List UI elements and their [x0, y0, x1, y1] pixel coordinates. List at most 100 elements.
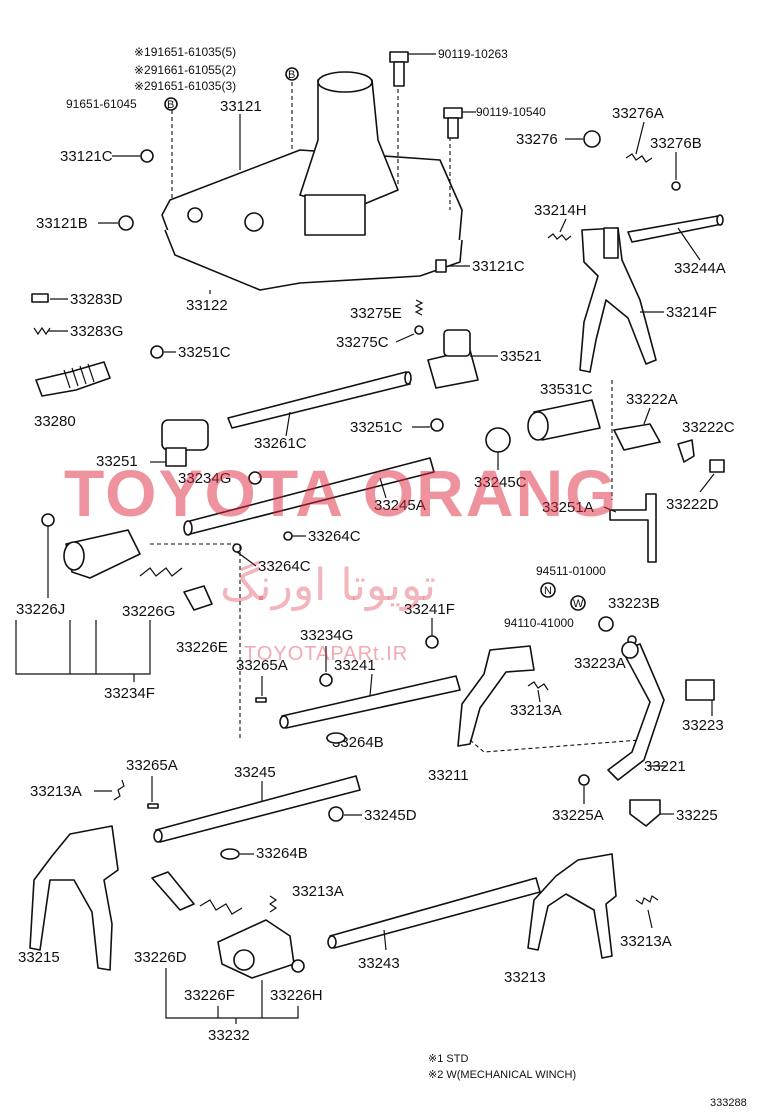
pin-33265A-a — [255, 697, 267, 703]
snap-33241F — [425, 635, 439, 649]
ball-33264C-a — [283, 531, 293, 541]
part-label-33226G: 33226G — [122, 603, 175, 620]
part-label-33121C-a: 33121C — [60, 148, 113, 165]
washer-33223 — [598, 616, 614, 632]
bolt-33222D — [709, 459, 725, 473]
part-label-33226E: 33226E — [176, 639, 228, 656]
ring-33225A — [578, 774, 590, 786]
bolt-33251C-b — [430, 418, 444, 432]
plug-33264B-b — [220, 848, 240, 860]
shift-fork-33211 — [457, 645, 535, 747]
shift-fork-33213 — [527, 853, 617, 959]
note-line-3: ※291651-61035(3) — [134, 79, 236, 93]
shaft-33243 — [327, 877, 541, 949]
part-label-33265A-a: 33265A — [236, 657, 288, 674]
part-label-94511-01000: 94511-01000 — [536, 564, 606, 578]
shift-fork-33214F — [579, 227, 657, 373]
sleeve-33531C — [527, 399, 601, 441]
part-label-33121B: 33121B — [36, 215, 88, 232]
clip-33222C — [677, 439, 695, 463]
plug-33283D — [31, 293, 49, 303]
part-label-33245D: 33245D — [364, 807, 417, 824]
shaft-33245 — [153, 775, 361, 843]
part-label-33222D: 33222D — [666, 496, 719, 513]
part-label-33251A: 33251A — [542, 499, 594, 516]
pin-33265A-b — [147, 803, 159, 809]
part-label-33264C-b: 33264C — [258, 558, 311, 575]
part-label-33213A-c: 33213A — [292, 883, 344, 900]
spring-33275E — [414, 299, 424, 316]
marker-w: W — [570, 595, 586, 611]
plug-33264B-a — [326, 732, 346, 744]
part-label-33214F: 33214F — [666, 304, 717, 321]
part-label-33223B: 33223B — [608, 595, 660, 612]
part-label-33245A: 33245A — [374, 497, 426, 514]
shift-head-33234F — [63, 529, 141, 579]
part-label-33121: 33121 — [220, 98, 262, 115]
part-label-33234G-a: 33234G — [178, 470, 231, 487]
marker-b-left: B — [164, 97, 178, 111]
part-label-33241: 33241 — [334, 657, 376, 674]
part-label-33226J: 33226J — [16, 601, 65, 618]
ball-33275C — [414, 325, 424, 335]
part-label-33234G-b: 33234G — [300, 627, 353, 644]
snap-33226J — [41, 513, 55, 527]
part-label-33226H: 33226H — [270, 987, 323, 1004]
marker-b-top: B — [285, 67, 299, 81]
svg-text:B: B — [167, 99, 174, 111]
bolt-33223 — [685, 679, 715, 701]
part-label-33276: 33276 — [516, 131, 558, 148]
shaft-33241 — [279, 675, 461, 729]
watermark-persian: تویوتا اورنگ — [220, 560, 436, 611]
part-label-33211: 33211 — [428, 767, 469, 784]
snap-33226H — [291, 959, 305, 973]
part-label-33275C: 33275C — [336, 334, 389, 351]
bracket-33251A — [609, 493, 657, 563]
bolt-90119-10540 — [443, 107, 463, 139]
snap-33234G-b — [319, 673, 333, 687]
marker-n: N — [540, 582, 556, 598]
shift-head-33251 — [161, 419, 209, 467]
part-label-94110-41000: 94110-41000 — [504, 616, 574, 630]
part-label-33283D: 33283D — [70, 291, 123, 308]
part-label-91651-61045: 91651-61045 — [66, 97, 137, 111]
part-label-33251C-b: 33251C — [350, 419, 403, 436]
spring-33213A-c — [268, 895, 278, 913]
spring-33283G — [33, 326, 51, 336]
shaft-33244A — [627, 214, 724, 243]
bolt-90119-10263 — [389, 51, 409, 87]
part-label-33214H: 33214H — [534, 202, 587, 219]
spring-33276A — [625, 153, 653, 163]
shift-head-33521 — [427, 329, 479, 389]
svg-text:B: B — [288, 69, 295, 81]
shaft-33245A — [183, 457, 435, 536]
dowel-33121C-b — [435, 259, 447, 273]
part-label-33275E: 33275E — [350, 305, 402, 322]
part-label-33221: 33221 — [644, 758, 686, 775]
shaft-33261C — [227, 371, 412, 429]
plug-33276 — [583, 130, 601, 148]
part-label-33243: 33243 — [358, 955, 400, 972]
part-label-33122: 33122 — [186, 297, 228, 314]
lever-33222A — [613, 423, 661, 451]
shift-head-33232 — [217, 919, 295, 979]
part-label-33251C-a: 33251C — [178, 344, 231, 361]
pin-33226D — [151, 871, 195, 911]
part-label-33276A: 33276A — [612, 105, 664, 122]
part-label-33245: 33245 — [234, 764, 276, 781]
part-label-33261C: 33261C — [254, 435, 307, 452]
spring-33213A-a — [527, 681, 549, 691]
part-label-33234F: 33234F — [104, 685, 155, 702]
part-label-33223: 33223 — [682, 717, 724, 734]
part-label-33226D: 33226D — [134, 949, 187, 966]
spring-33213A-b — [113, 779, 125, 801]
snap-33234G-a — [248, 471, 262, 485]
watermark-url: TOYOTAPARt.IR — [244, 643, 408, 665]
svg-text:W: W — [573, 598, 584, 610]
spring-33214H — [547, 233, 572, 241]
part-label-33241F: 33241F — [404, 601, 455, 618]
shift-lever-33221 — [607, 641, 665, 781]
pin-33226E — [183, 585, 213, 611]
part-label-33251: 33251 — [96, 453, 138, 470]
